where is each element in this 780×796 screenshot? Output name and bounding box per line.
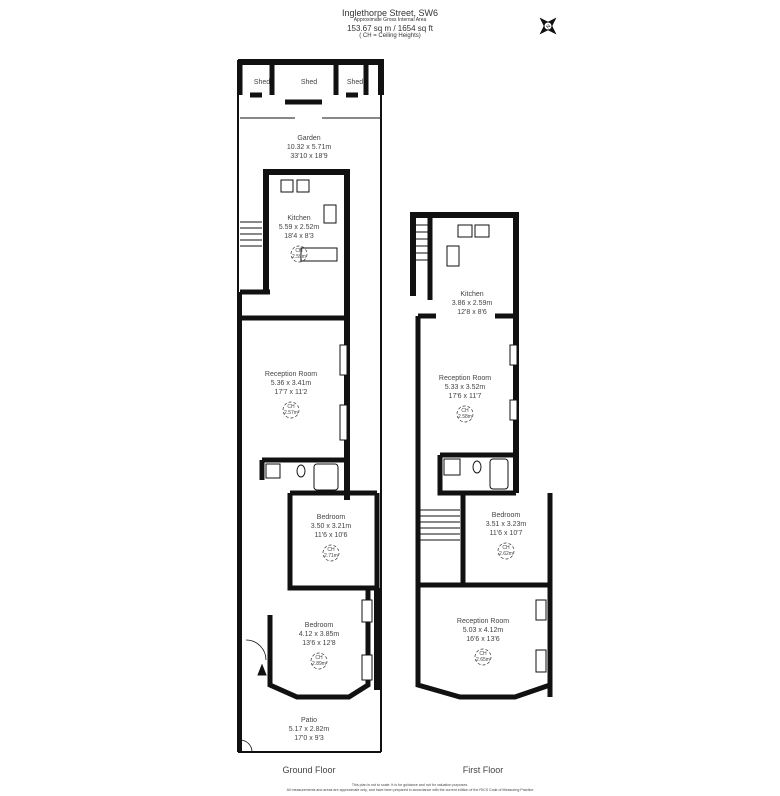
ceiling-height-marker xyxy=(282,401,300,419)
compass-label: N xyxy=(545,23,552,30)
room-imperial: 11'6 x 10'6 xyxy=(315,532,348,539)
room-imperial: 11'6 x 10'7 xyxy=(490,530,523,537)
room-name: Patio xyxy=(301,717,317,724)
room-imperial: 33'10 x 18'9 xyxy=(290,153,327,160)
ceiling-height: 2.65m xyxy=(476,657,490,663)
ceiling-height: 2.59m xyxy=(292,254,306,260)
room-metric: 5.33 x 3.52m xyxy=(445,384,486,391)
disclaimer-line-2: All measurements and areas are approxima… xyxy=(286,788,534,793)
ceiling-height: 2.71m xyxy=(324,553,338,559)
area-caption: Approximate Gross Internal Area xyxy=(353,17,427,24)
room-label: Reception Room 5.33 x 3.52m 17'6 x 11'7CH2… xyxy=(439,375,491,423)
room-name: Reception Room xyxy=(265,371,317,378)
ceiling-height-marker xyxy=(290,245,308,263)
room-imperial: 17'7 x 11'2 xyxy=(275,389,308,396)
ceiling-height-marker xyxy=(322,544,340,562)
ceiling-height-marker xyxy=(497,542,515,560)
room-metric: 5.03 x 4.12m xyxy=(463,627,504,634)
ground-floor-label: Ground Floor xyxy=(282,765,335,775)
ceiling-height: 2.57m xyxy=(284,410,298,416)
room-name: Bedroom xyxy=(317,514,346,521)
room-name: Bedroom xyxy=(305,622,334,629)
room-metric: 4.12 x 3.85m xyxy=(299,631,340,638)
ceiling-height-marker xyxy=(456,405,474,423)
room-metric: 5.59 x 2.52m xyxy=(279,224,320,231)
ch-note: ( CH = Ceiling Heights) xyxy=(359,33,421,40)
address: Inglethorpe Street, SW6 xyxy=(341,8,439,18)
room-imperial: 18'4 x 8'3 xyxy=(284,233,314,240)
ceiling-height: 2.89m xyxy=(312,661,326,667)
ch-prefix: CH xyxy=(479,651,487,657)
plan-header: Inglethorpe Street, SW6 Approximate Gros… xyxy=(330,8,450,40)
ch-prefix: CH xyxy=(327,547,335,553)
room-name: Reception Room xyxy=(439,375,491,382)
room-imperial: 16'6 x 13'6 xyxy=(466,636,500,643)
ch-prefix: CH xyxy=(315,655,323,661)
room-name: Bedroom xyxy=(492,512,521,519)
room-imperial: 12'8 x 8'6 xyxy=(457,309,487,316)
room-metric: 3.51 x 3.23m xyxy=(486,521,527,528)
shed-label: Shed xyxy=(301,79,317,86)
disclaimer-line-1: This plan is not to scale. It is for gui… xyxy=(351,783,469,787)
ch-prefix: CH xyxy=(287,404,295,410)
room-metric: 5.17 x 2.82m xyxy=(289,726,330,733)
room-metric: 10.32 x 5.71m xyxy=(287,144,332,151)
ground-floor-plan xyxy=(237,59,384,753)
room-name: Kitchen xyxy=(460,291,483,298)
room-imperial: 17'0 x 9'3 xyxy=(294,735,324,742)
room-imperial: 13'6 x 12'8 xyxy=(302,640,336,647)
disclaimer: This plan is not to scale. It is for gui… xyxy=(240,783,580,793)
area-value: 153.67 sq m / 1654 sq ft xyxy=(347,24,433,34)
room-label: Kitchen 3.86 x 2.59m 12'8 x 8'6 xyxy=(452,291,493,316)
ceiling-height-marker xyxy=(474,648,492,666)
room-metric: 5.36 x 3.41m xyxy=(271,380,312,387)
ceiling-height-marker xyxy=(310,652,328,670)
room-label: Reception Room 5.36 x 3.41m 17'7 x 11'2CH2… xyxy=(265,371,317,419)
room-name: Kitchen xyxy=(287,215,310,222)
room-name: Reception Room xyxy=(457,618,509,625)
room-label: Patio 5.17 x 2.82m 17'0 x 9'3 xyxy=(289,717,330,742)
ch-prefix: CH xyxy=(295,248,303,254)
ceiling-height: 2.62m xyxy=(499,551,513,557)
room-name: Garden xyxy=(297,135,320,142)
room-label: Reception Room 5.03 x 4.12m 16'6 x 13'6CH2… xyxy=(457,618,509,666)
first-floor-label: First Floor xyxy=(463,765,504,775)
ch-prefix: CH xyxy=(461,408,469,414)
shed-label: Shed xyxy=(254,79,270,86)
ceiling-height: 2.58m xyxy=(458,414,472,420)
compass-north-icon: N xyxy=(539,17,557,35)
shed-label: Shed xyxy=(347,79,363,86)
first-floor-plan xyxy=(410,212,553,700)
room-metric: 3.86 x 2.59m xyxy=(452,300,493,307)
room-label: Garden 10.32 x 5.71m 33'10 x 18'9 xyxy=(287,135,332,160)
room-metric: 3.50 x 3.21m xyxy=(311,523,352,530)
ch-prefix: CH xyxy=(502,545,510,551)
room-imperial: 17'6 x 11'7 xyxy=(449,393,482,400)
shed-labels: Shed Shed Shed xyxy=(254,79,363,86)
